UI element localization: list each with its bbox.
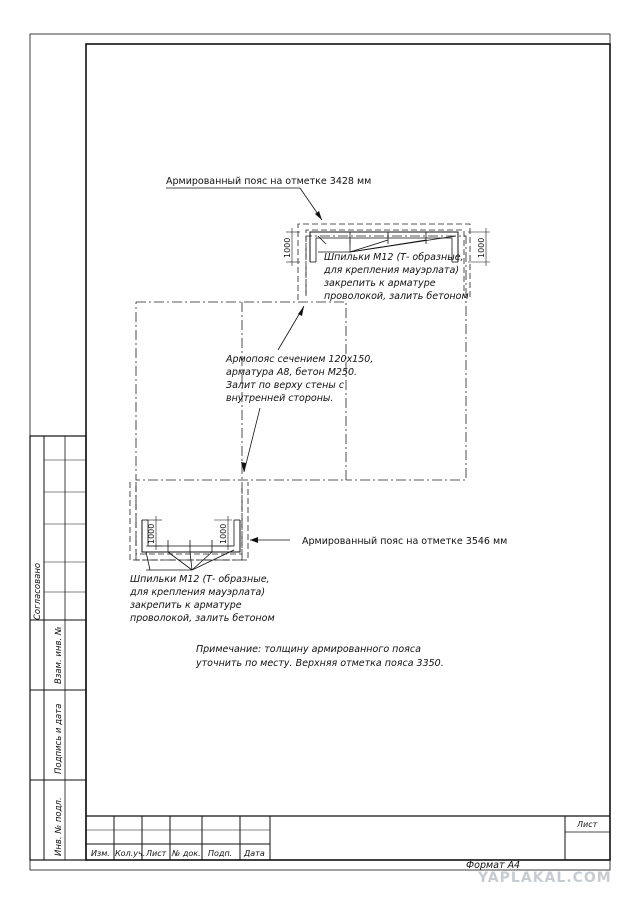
svg-text:Армопояс сечением 120х150,: Армопояс сечением 120х150, <box>225 354 373 365</box>
dim-bottom-right: 1000 <box>214 516 232 550</box>
tb-col-sign: Подп. <box>208 849 232 858</box>
svg-text:для крепления мауэрлата): для крепления мауэрлата) <box>323 265 459 276</box>
tb-sheet-label: Лист <box>576 820 598 829</box>
svg-text:1000: 1000 <box>219 524 228 544</box>
side-stamp: Согласовано Взам. инв. № Подпись и дата … <box>29 435 87 861</box>
lower-u-profile <box>141 520 241 553</box>
dim-top-left: 1000 <box>283 228 300 266</box>
svg-text:проволокой, залить бетоном: проволокой, залить бетоном <box>324 291 469 302</box>
note-text: Примечание: толщину армированного пояса … <box>195 644 444 669</box>
svg-text:закрепить к арматуре: закрепить к арматуре <box>324 278 436 289</box>
tb-col-kol: Кол.уч. <box>115 849 145 858</box>
svg-text:1000: 1000 <box>477 238 486 258</box>
tb-col-list: Лист <box>145 849 167 858</box>
arrow-armopoyas-down <box>241 462 246 472</box>
arrow-belt-top <box>315 211 322 220</box>
lower-studs <box>167 540 213 552</box>
svg-text:1000: 1000 <box>283 238 292 258</box>
title-block: Изм. Кол.уч. Лист № док. Подп. Дата Лист <box>86 815 610 860</box>
svg-text:проволокой, залить бетоном: проволокой, залить бетоном <box>130 613 275 624</box>
side-agreed-text: Согласовано <box>33 563 43 620</box>
arrow-belt-bottom <box>250 537 258 543</box>
drawing-frame <box>85 43 611 861</box>
wall-outline-lower <box>135 302 243 561</box>
wall-outline-main <box>135 301 347 481</box>
studs-top-label: Шпильки М12 (Т- образные, для крепления … <box>323 252 469 302</box>
lower-belt-outer <box>129 482 249 561</box>
upper-belt-inner <box>305 229 465 296</box>
belt-top-label: Армированный пояс на отметке 3428 мм <box>166 176 371 187</box>
plan-drawing: 1000 1000 1000 10 <box>129 187 490 571</box>
svg-text:Шпильки М12 (Т- образные,: Шпильки М12 (Т- образные, <box>324 252 464 263</box>
side-inv-orig-text: Инв. № подл. <box>54 797 64 856</box>
svg-text:закрепить к арматуре: закрепить к арматуре <box>130 600 242 611</box>
svg-text:Примечание: толщину армированн: Примечание: толщину армированного пояса <box>196 644 421 655</box>
lower-belt-inner <box>135 486 243 555</box>
belt-bottom-label: Армированный пояс на отметке 3546 мм <box>302 536 507 547</box>
upper-u-profile <box>309 231 459 262</box>
armopoyas-label: Армопояс сечением 120х150, арматура А8, … <box>225 354 373 404</box>
studs-bottom-label: Шпильки М12 (Т- образные, для крепления … <box>129 574 275 624</box>
watermark-logo: YAPLAKAL.COM <box>477 870 612 886</box>
svg-text:1000: 1000 <box>147 524 156 544</box>
arrow-armopoyas-up <box>298 306 304 316</box>
side-replace-inv-text: Взам. инв. № <box>54 626 64 684</box>
tb-col-date: Дата <box>243 849 265 858</box>
dim-top-right: 1000 <box>468 228 490 266</box>
svg-text:внутренней стороны.: внутренней стороны. <box>226 393 333 404</box>
tb-col-izm: Изм. <box>91 849 110 858</box>
tb-col-doc: № док. <box>171 849 201 858</box>
dim-bottom-left: 1000 <box>146 516 162 550</box>
format-label: Формат А4 <box>466 860 520 871</box>
svg-text:арматура А8, бетон М250.: арматура А8, бетон М250. <box>226 367 357 378</box>
svg-text:Шпильки М12 (Т- образные,: Шпильки М12 (Т- образные, <box>130 574 270 585</box>
outer-border <box>29 33 611 871</box>
svg-text:уточнить по месту. Верхняя отм: уточнить по месту. Верхняя отметка пояса… <box>195 658 444 669</box>
svg-text:Залит по верху стены с: Залит по верху стены с <box>226 380 345 391</box>
leader-lines <box>145 187 457 571</box>
side-sign-date-text: Подпись и дата <box>54 704 64 774</box>
svg-text:для крепления мауэрлата): для крепления мауэрлата) <box>129 587 265 598</box>
